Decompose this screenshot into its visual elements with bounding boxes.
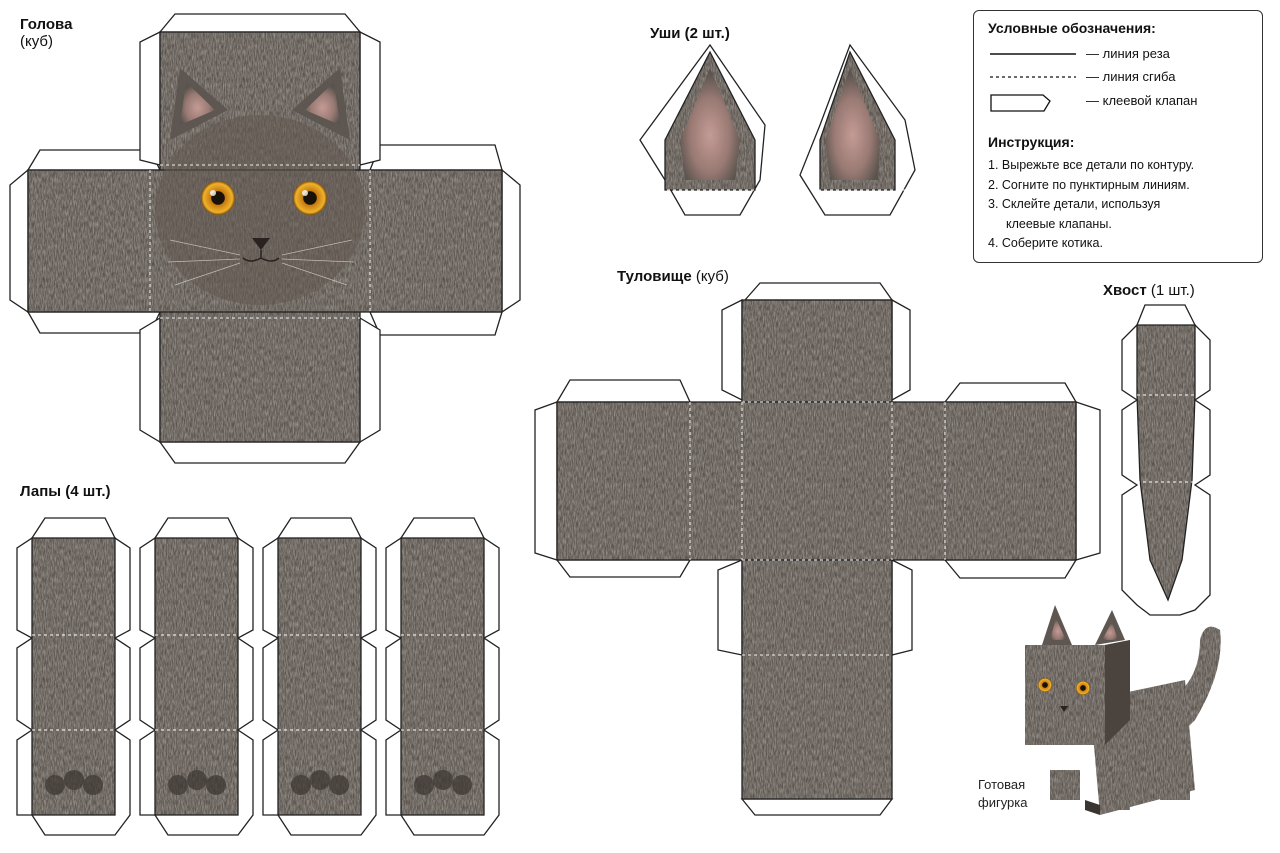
finished-caption: Готовая фигурка <box>978 776 1028 812</box>
dashed-line-icon <box>990 76 1076 78</box>
body-title-text: Туловище <box>617 268 692 285</box>
body-net <box>534 282 1101 816</box>
paws-title: Лапы (4 шт.) <box>20 483 110 500</box>
paws-title-text: Лапы (4 шт.) <box>20 483 111 500</box>
instruction-step: клеевые клапаны. <box>1006 216 1112 231</box>
instruction-step: 4. Соберите котика. <box>988 236 1103 250</box>
ears-title-text: Уши (2 шт.) <box>650 25 730 42</box>
paw-4 <box>385 517 500 836</box>
legend-item-cut: — линия реза <box>988 44 1258 64</box>
ear-right <box>799 43 916 216</box>
finished-caption-line2: фигурка <box>978 795 1028 810</box>
legend-item-fold: — линия сгиба <box>988 67 1258 87</box>
legend-item-glue: — клеевой клапан <box>988 91 1258 112</box>
legend-label-cut: — линия реза <box>1086 46 1170 61</box>
instruction-step: 3. Склейте детали, используя <box>988 197 1161 211</box>
tail-subtitle: (1 шт.) <box>1150 282 1195 299</box>
finished-figure <box>1025 605 1221 815</box>
instructions-list: 1. Вырежьте все детали по контуру. 2. Со… <box>988 156 1260 254</box>
paw-1 <box>16 517 131 836</box>
head-title: Голова (куб) <box>20 16 72 50</box>
instruction-step: 1. Вырежьте все детали по контуру. <box>988 158 1195 172</box>
ear-left <box>639 43 766 216</box>
legend-panel: Условные обозначения: — линия реза — лин… <box>973 10 1263 263</box>
body-fold-lines <box>689 401 946 656</box>
head-title-text: Голова <box>20 16 73 33</box>
instruction-step: 2. Согните по пунктирным линиям. <box>988 177 1190 192</box>
tail-title-text: Хвост <box>1103 282 1147 299</box>
ears-title: Уши (2 шт.) <box>650 25 730 42</box>
cat-face <box>155 68 365 305</box>
body-title: Туловище (куб) <box>617 268 729 285</box>
legend-label-glue: — клеевой клапан <box>1086 93 1198 108</box>
glue-flap-icon <box>990 94 1051 112</box>
tail-title: Хвост (1 шт.) <box>1103 282 1195 299</box>
paw-2 <box>139 517 254 836</box>
head-subtitle: (куб) <box>20 33 53 50</box>
body-subtitle: (куб) <box>695 268 729 285</box>
finished-caption-line1: Готовая <box>978 777 1026 792</box>
tail-net <box>1121 304 1211 616</box>
paws-net <box>16 517 500 836</box>
legend-title: Условные обозначения: <box>988 20 1156 36</box>
solid-line-icon <box>990 53 1076 55</box>
legend-label-fold: — линия сгиба <box>1086 69 1176 84</box>
paw-3 <box>262 517 377 836</box>
instructions-title: Инструкция: <box>988 134 1075 150</box>
ears-net <box>639 43 916 216</box>
